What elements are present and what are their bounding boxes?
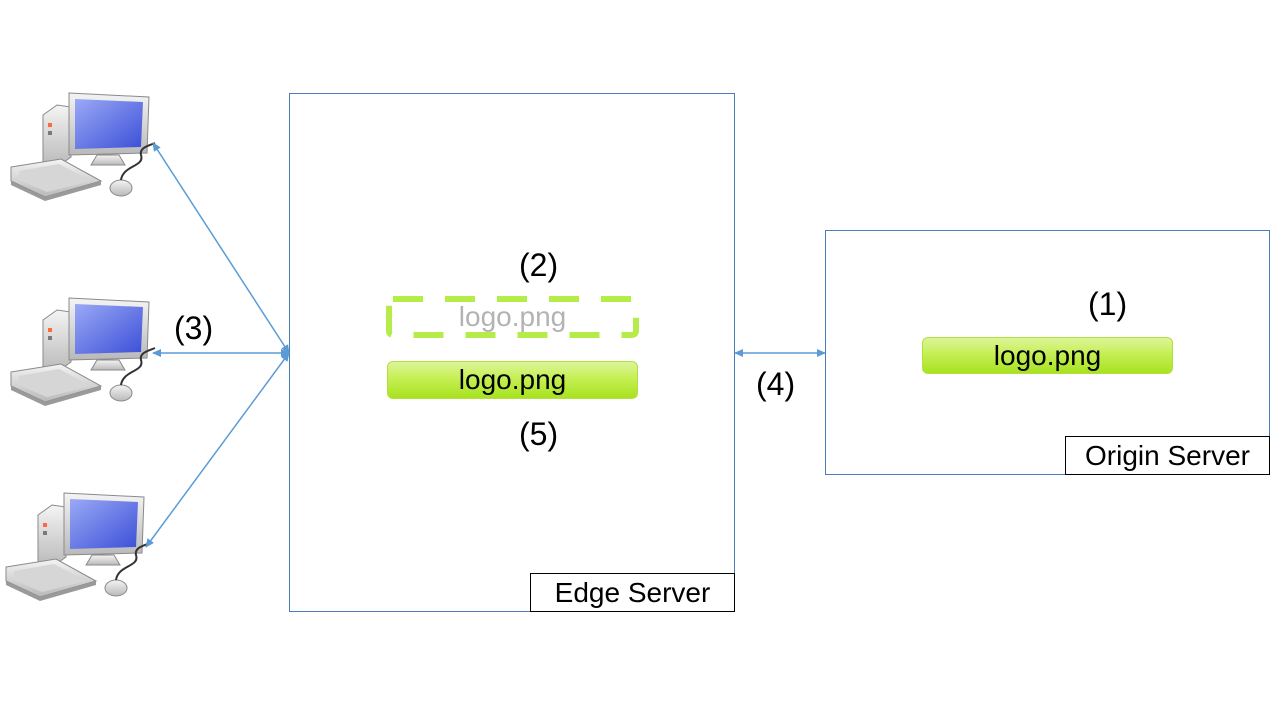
cached-file-label: logo.png (458, 364, 567, 395)
client-computer-1 (5, 85, 165, 210)
edge-server-box (289, 93, 735, 612)
step-4-label: (4) (756, 366, 796, 402)
client-computer-2 (5, 290, 165, 415)
step-2-label: (2) (519, 247, 559, 283)
desktop-computer-icon (5, 492, 151, 601)
origin-file-label: logo.png (993, 339, 1102, 371)
cached-file-placeholder-label: logo.png (458, 301, 567, 332)
connector-client3-edge (145, 352, 290, 548)
client-computer-3 (0, 485, 160, 610)
step-1-label: (1) (1088, 286, 1128, 322)
dashed-outline (386, 296, 639, 338)
cached-file-placeholder: logo.png (386, 296, 639, 338)
step-5-label: (5) (519, 416, 559, 452)
edge-server-label: Edge Server (530, 573, 735, 612)
desktop-computer-icon (10, 92, 156, 201)
cached-file: logo.png (387, 361, 638, 399)
origin-server-label-text: Origin Server (1085, 439, 1250, 471)
origin-file: logo.png (922, 337, 1173, 374)
desktop-computer-icon (10, 297, 156, 406)
connector-client1-edge (152, 142, 290, 354)
origin-server-label: Origin Server (1065, 436, 1270, 475)
edge-server-label-text: Edge Server (554, 576, 711, 608)
